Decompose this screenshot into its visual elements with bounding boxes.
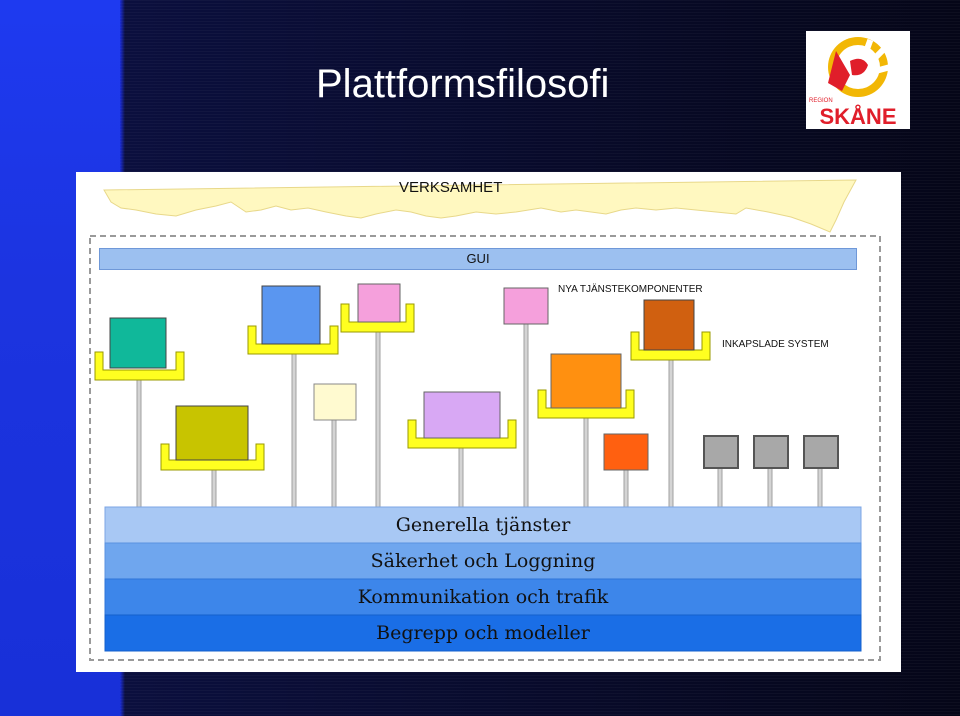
platform-boundary [89, 235, 881, 661]
tray-orange [537, 389, 635, 419]
legacy-system-3 [803, 435, 839, 469]
tray-brown [630, 331, 711, 361]
component-pink [357, 283, 401, 323]
tray-olive [160, 443, 265, 471]
layer-begrepp-modeller: Begrepp och modeller [376, 622, 590, 644]
component-blue [261, 285, 321, 345]
gui-label: GUI [466, 251, 490, 266]
component-olive [175, 405, 249, 461]
layer-kommunikation-trafik: Kommunikation och trafik [357, 586, 609, 608]
tray-blue [247, 325, 339, 355]
gui-bar: GUI [99, 248, 857, 270]
tray-lavender [407, 419, 517, 449]
legacy-system-2 [753, 435, 789, 469]
verksamhet-mountain [103, 179, 857, 233]
layer-generella-bg [104, 506, 862, 544]
component-orange [550, 353, 622, 409]
component-teal [109, 317, 167, 369]
layer-begrepp-bg [104, 614, 862, 652]
new-components-label: NYA TJÄNSTEKOMPONENTER [558, 284, 703, 295]
legacy-system-1 [703, 435, 739, 469]
component-cream [313, 383, 357, 421]
tray-teal [94, 351, 185, 381]
platform-diagram: VERKSAMHET GUI NYA TJÄNSTEKOMPONENTER IN… [76, 172, 901, 672]
layer-sakerhet-bg [104, 542, 862, 580]
logo-skane-text: SKÅNE [819, 104, 897, 129]
layer-sakerhet-loggning: Säkerhet och Loggning [370, 550, 596, 572]
region-skane-logo: REGION SKÅNE [806, 31, 910, 129]
encapsulated-systems-label: INKAPSLADE SYSTEM [722, 339, 829, 350]
verksamhet-label: VERKSAMHET [399, 179, 503, 196]
slide-title: Plattformsfilosofi [316, 62, 610, 106]
diagram-graphics [89, 179, 881, 661]
griffin-icon [828, 37, 892, 97]
component-pink-new [503, 287, 549, 325]
connector-pole-edges [136, 324, 823, 507]
logo-region-text: REGION [809, 98, 833, 104]
layer-generella-tjanster: Generella tjänster [395, 514, 571, 536]
component-brown [643, 299, 695, 351]
encapsulation-trays [94, 303, 711, 471]
component-lavender [423, 391, 501, 439]
connector-poles [136, 324, 823, 507]
component-red-orange [603, 433, 649, 471]
tray-pink [340, 303, 415, 333]
